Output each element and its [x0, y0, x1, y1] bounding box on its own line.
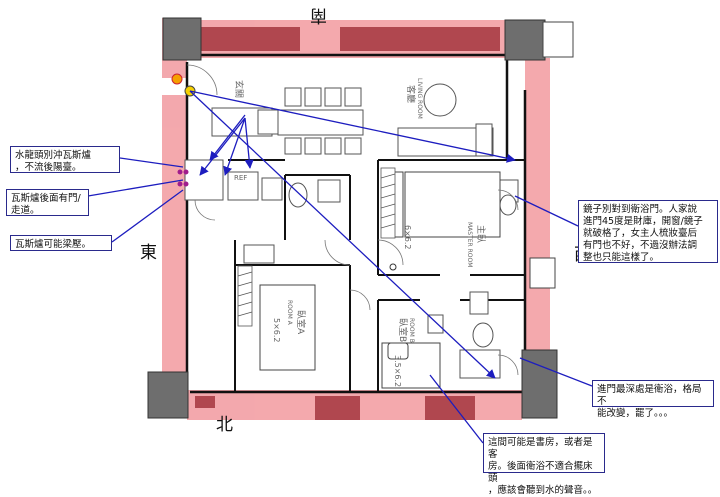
note-stove-door: 瓦斯爐後面有門/ 走道。: [6, 189, 89, 216]
entrance-markers: [171, 73, 397, 271]
stove-markers: [177, 169, 189, 187]
room-label-ref: REF: [234, 174, 247, 182]
room-label-room-b: 臥室B: [397, 318, 409, 342]
room-label-master-size: 6×6.2: [403, 225, 412, 250]
room-label-room-b-size: 3.5×6.2: [393, 355, 402, 387]
direction-north: 北: [216, 415, 233, 435]
columns: [147, 17, 558, 419]
wardrobes: [237, 167, 396, 327]
room-label-room-a: 臥室A: [295, 310, 307, 335]
note-stove-beam: 瓦斯爐可能梁壓。: [10, 235, 112, 251]
floor-plan: 玄關 客廳 LIVING ROOM 主臥 MASTER ROOM 6×6.2 臥…: [87, 17, 593, 444]
room-label-master-en: MASTER ROOM: [466, 222, 473, 267]
direction-south: 南: [310, 5, 327, 25]
room-label-living-en: LIVING ROOM: [416, 78, 423, 119]
room-label-room-a-en: ROOM A: [286, 300, 293, 326]
note-bathroom: 進門最深處是衛浴，格局不 能改變，罷了。。。: [592, 380, 714, 419]
interior-walls: [228, 159, 525, 392]
room-label-room-b-en: ROOM B: [408, 318, 415, 343]
note-faucet: 水龍頭別沖瓦斯爐 ，不流後陽臺。: [10, 146, 120, 173]
annotation-arrows: [87, 90, 593, 444]
beds: [259, 171, 501, 389]
outer-walls: [185, 53, 527, 395]
note-mirror: 鏡子別對到衛浴門。人家說 進門45度是財庫，開窗/鏡子 就破格了，女主人梳妝臺后…: [578, 200, 718, 263]
direction-east: 東: [140, 243, 157, 263]
room-labels: 玄關 客廳 LIVING ROOM 主臥 MASTER ROOM 6×6.2 臥…: [233, 78, 487, 387]
room-label-living: 客廳: [405, 85, 417, 103]
room-label-room-a-size: 5×6.2: [272, 318, 281, 343]
fixtures: [227, 171, 519, 379]
note-study: 這間可能是書房，或者是客 房。後面衛浴不適合擺床頭 ，應該會聽到水的聲音。。: [483, 433, 605, 496]
door-swings: [186, 64, 519, 376]
windows: [195, 27, 500, 420]
room-label-master: 主臥: [475, 225, 487, 243]
room-label-entrance: 玄關: [233, 80, 245, 98]
